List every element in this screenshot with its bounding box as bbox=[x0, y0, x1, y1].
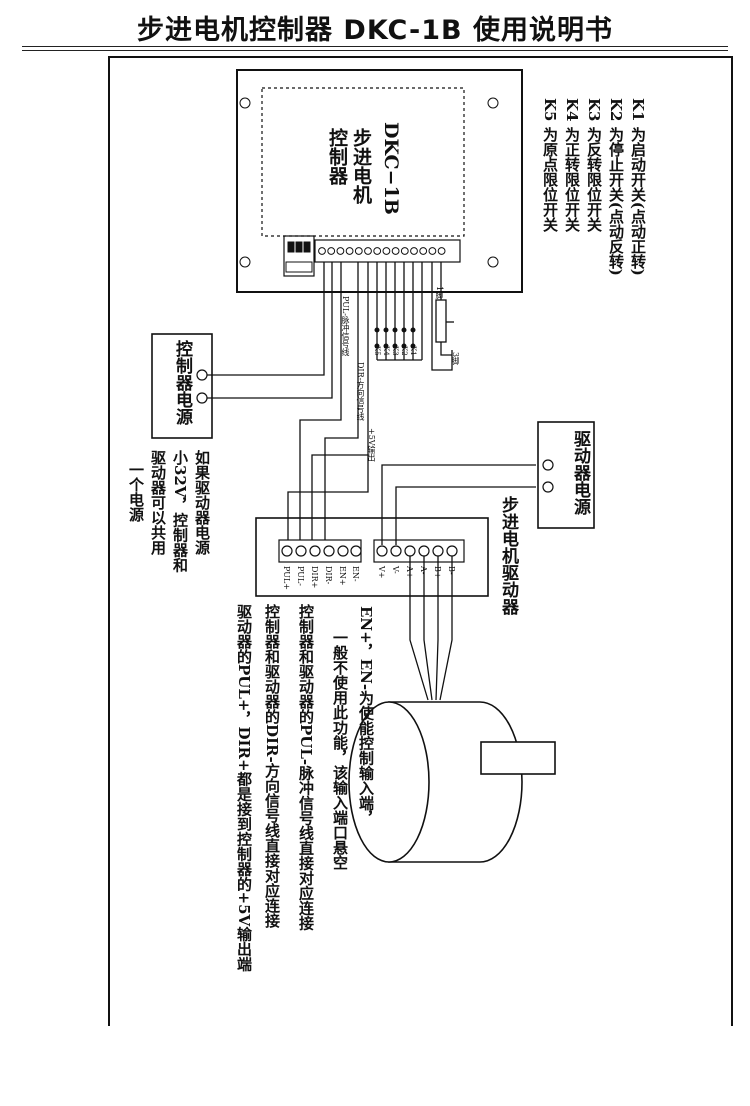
controller-terminal bbox=[354, 247, 363, 255]
controller-power-label: 控制器电源 bbox=[172, 340, 192, 425]
driver-power-label: 驱动器电源 bbox=[570, 430, 590, 515]
driver-terminal-label: V- bbox=[391, 566, 400, 574]
driver-signal-terminal bbox=[309, 545, 321, 557]
potentiometer bbox=[435, 299, 447, 343]
k-wire-label: K4 bbox=[382, 346, 390, 356]
driver-terminal-label: EN+ bbox=[338, 566, 347, 586]
driver-signal-terminal bbox=[337, 545, 349, 557]
controller-terminal bbox=[345, 247, 354, 255]
controller-terminal bbox=[428, 247, 437, 255]
driver-power-box bbox=[537, 421, 595, 529]
controller-terminal bbox=[318, 247, 326, 255]
limit-switches bbox=[374, 327, 416, 349]
controller-terminal bbox=[336, 247, 345, 255]
driver-power-terminal bbox=[390, 545, 402, 557]
driver-power-terminal bbox=[404, 545, 416, 557]
driver-terminal-label: V+ bbox=[377, 566, 386, 579]
driver-terminal-label: DIR+ bbox=[310, 566, 319, 589]
controller-terminal bbox=[364, 247, 372, 255]
driver-terminal-label: PUL+ bbox=[282, 566, 291, 590]
controller-terminal bbox=[391, 247, 400, 255]
pul-wire-label: PUL-脉冲信号线 bbox=[341, 296, 350, 356]
title-rule-bottom bbox=[22, 50, 728, 51]
keys-legend-item: K4 为正转限位开关 bbox=[563, 98, 581, 232]
driver-terminal-label: B+ bbox=[433, 566, 442, 579]
k-wire-label: K3 bbox=[391, 346, 399, 356]
driver-terminal-label: B- bbox=[447, 566, 456, 575]
driver-terminal-label: A- bbox=[419, 566, 428, 575]
driver-box bbox=[255, 517, 489, 597]
shared-power-note-line: 小32V，控制器和 bbox=[171, 450, 189, 573]
mount-hole-icon bbox=[239, 97, 251, 109]
driver-power-terminal bbox=[432, 545, 444, 557]
keys-legend-item: K5 为原点限位开关 bbox=[541, 98, 559, 232]
pot-pin1-label: 1脚 bbox=[435, 286, 444, 300]
controller-name-line1: 步进电机 bbox=[350, 128, 372, 204]
controller-terminal bbox=[437, 247, 446, 255]
mount-hole-icon bbox=[239, 256, 251, 268]
keys-legend-item: K3 为反转限位开关 bbox=[585, 98, 603, 232]
shared-power-note-line: 驱动器可以共用 bbox=[149, 450, 167, 555]
controller-model-label: DKC−1B bbox=[380, 122, 402, 215]
driver-name-label: 步进电机驱动器 bbox=[498, 496, 518, 615]
k-wire-label: K2 bbox=[400, 346, 408, 356]
driver-terminal-label: A+ bbox=[405, 566, 414, 579]
mount-hole-icon bbox=[487, 256, 499, 268]
driver-power-terminal bbox=[376, 545, 388, 557]
driver-signal-terminal bbox=[350, 545, 362, 557]
controller-terminal bbox=[419, 247, 428, 255]
controller-terminal bbox=[382, 247, 391, 255]
shared-power-note-line: 一个电源 bbox=[127, 462, 145, 522]
wiring-note-line: 控制器和驱动器的DIR-方向信号线直接对应连接 bbox=[263, 604, 281, 928]
driver-terminal-label: DIR- bbox=[324, 566, 333, 585]
driver-signal-terminal bbox=[281, 545, 293, 557]
wiring-note-line: 一般不使用此功能，该输入端口悬空 bbox=[331, 630, 349, 870]
wiring-note-line: 控制器和驱动器的PUL-脉冲信号线直接对应连接 bbox=[297, 604, 315, 931]
page-title: 步进电机控制器 DKC-1B 使用说明书 bbox=[137, 15, 613, 46]
shared-power-note-line: 如果驱动器电源 bbox=[193, 450, 211, 555]
keys-legend-item: K1 为启动开关(点动正转) bbox=[629, 98, 647, 276]
wiring-note-line: 驱动器的PUL+，DIR+都是接到控制器的+5V输出端 bbox=[235, 604, 253, 972]
controller-name-line2: 控制器 bbox=[326, 128, 348, 185]
plus5v-wire-label: +5V输出 bbox=[367, 428, 376, 462]
driver-signal-terminal bbox=[323, 545, 335, 557]
k-wire-label: K5 bbox=[373, 346, 381, 356]
controller-power-box bbox=[151, 333, 213, 439]
driver-terminal-label: EN- bbox=[351, 566, 360, 582]
mount-hole-icon bbox=[487, 97, 499, 109]
controller-terminal bbox=[373, 247, 382, 255]
wiring-note-line: EN+，EN-为使能控制输入端， bbox=[357, 606, 375, 826]
driver-signal-terminal bbox=[295, 545, 307, 557]
stepper-motor bbox=[348, 701, 556, 863]
title-rule-top bbox=[22, 46, 728, 47]
k-wire-label: K1 bbox=[409, 346, 417, 356]
driver-terminal-label: PUL- bbox=[296, 566, 305, 586]
controller-terminal bbox=[327, 247, 336, 255]
driver-power-terminal bbox=[418, 545, 430, 557]
dir-wire-label: DIR-方向信号线 bbox=[356, 362, 365, 421]
keys-legend-item: K2 为停止开关(点动反转) bbox=[607, 98, 625, 276]
pot-pin3-label: 3脚 bbox=[451, 352, 460, 366]
diagram-frame bbox=[108, 56, 733, 1026]
driver-power-terminal bbox=[446, 545, 458, 557]
controller-terminal bbox=[410, 247, 418, 255]
controller-board bbox=[236, 69, 523, 293]
controller-terminal bbox=[400, 247, 409, 255]
